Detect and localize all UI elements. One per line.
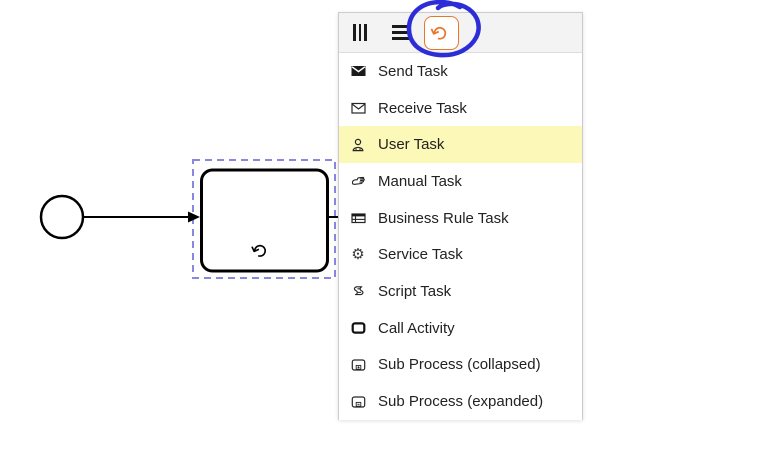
loop-toggle[interactable]: ↺	[423, 15, 459, 50]
loop-icon: ↺	[427, 19, 456, 46]
manual-task-icon	[348, 173, 368, 189]
menu-item-manual-task[interactable]: Manual Task	[339, 163, 582, 200]
business-rule-task-icon	[348, 210, 368, 226]
sub-process-collapsed-icon	[348, 357, 368, 373]
menu-item-label: Sub Process (collapsed)	[378, 356, 541, 374]
menu-item-label: Receive Task	[378, 99, 467, 117]
sub-process-expanded-icon	[348, 394, 368, 410]
menu-item-label: Manual Task	[378, 172, 462, 190]
menu-item-service-task[interactable]: ⚙ Service Task	[339, 236, 582, 274]
menu-item-sub-process-collapsed[interactable]: Sub Process (collapsed)	[339, 346, 582, 384]
menu-item-sub-process-expanded[interactable]: Sub Process (expanded)	[339, 383, 582, 421]
start-event[interactable]	[39, 194, 85, 240]
user-task-icon	[348, 137, 368, 153]
sequence-flow-arrowhead	[188, 211, 200, 223]
menu-item-label: User Task	[378, 136, 445, 154]
menu-item-user-task[interactable]: User Task	[339, 126, 582, 164]
parallel-multi-instance-toggle[interactable]	[353, 24, 367, 41]
menu-item-label: Call Activity	[378, 319, 455, 337]
send-task-icon	[348, 63, 368, 79]
menu-item-script-task[interactable]: Script Task	[339, 273, 582, 310]
menu-item-label: Script Task	[378, 283, 452, 301]
menu-item-business-rule-task[interactable]: Business Rule Task	[339, 199, 582, 237]
menu-item-label: Sub Process (expanded)	[378, 393, 544, 411]
menu-item-label: Service Task	[378, 246, 463, 264]
menu-item-label: Business Rule Task	[378, 209, 509, 227]
replace-menu-list: Send Task Receive Task User Task Manual …	[339, 53, 582, 421]
call-activity-icon	[348, 320, 368, 336]
script-task-icon	[348, 284, 368, 300]
service-task-icon: ⚙	[351, 246, 365, 264]
menu-item-send-task[interactable]: Send Task	[339, 53, 582, 90]
receive-task-icon	[348, 100, 368, 116]
menu-item-receive-task[interactable]: Receive Task	[339, 89, 582, 127]
replace-menu-header: ↺	[339, 13, 582, 53]
sequential-multi-instance-toggle[interactable]	[391, 25, 409, 40]
replace-menu: ↺ Send Task Receive Task User Task	[338, 12, 583, 421]
task-shape[interactable]	[200, 168, 329, 273]
menu-item-call-activity[interactable]: Call Activity	[339, 309, 582, 347]
menu-item-label: Send Task	[378, 62, 448, 80]
